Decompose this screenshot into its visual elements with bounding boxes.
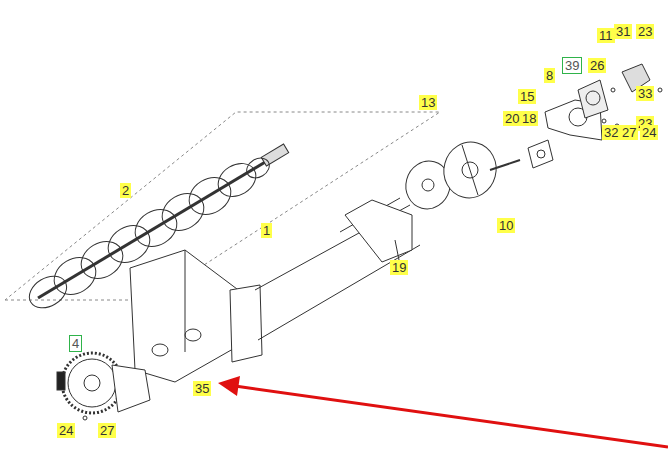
- callout-number: 24: [57, 423, 75, 438]
- tube: [130, 198, 420, 382]
- gearbox: [57, 353, 150, 420]
- plates: [401, 136, 553, 214]
- callout-number: 32: [602, 125, 620, 140]
- callout-number: 2: [120, 183, 131, 198]
- callout-number: 4: [69, 335, 82, 352]
- callout-number: 39: [562, 57, 582, 74]
- callout-number: 10: [497, 218, 515, 233]
- callout-number: 20: [503, 111, 521, 126]
- callout-number: 23: [636, 24, 654, 39]
- callout-number: 27: [98, 423, 116, 438]
- callout-number: 35: [193, 381, 211, 396]
- callout-number: 13: [419, 95, 437, 110]
- pointer-arrow: [218, 376, 668, 447]
- callout-number: 33: [636, 86, 654, 101]
- callout-number: 8: [544, 68, 555, 83]
- callout-number: 1: [261, 223, 272, 238]
- callout-number: 26: [588, 58, 606, 73]
- callout-number: 27: [620, 125, 638, 140]
- callout-number: 18: [520, 111, 538, 126]
- callout-number: 24: [640, 125, 658, 140]
- callout-number: 15: [518, 89, 536, 104]
- bearing-assembly: [545, 64, 662, 140]
- callout-number: 31: [614, 24, 632, 39]
- callout-number: 19: [390, 260, 408, 275]
- callout-number: 11: [597, 28, 615, 43]
